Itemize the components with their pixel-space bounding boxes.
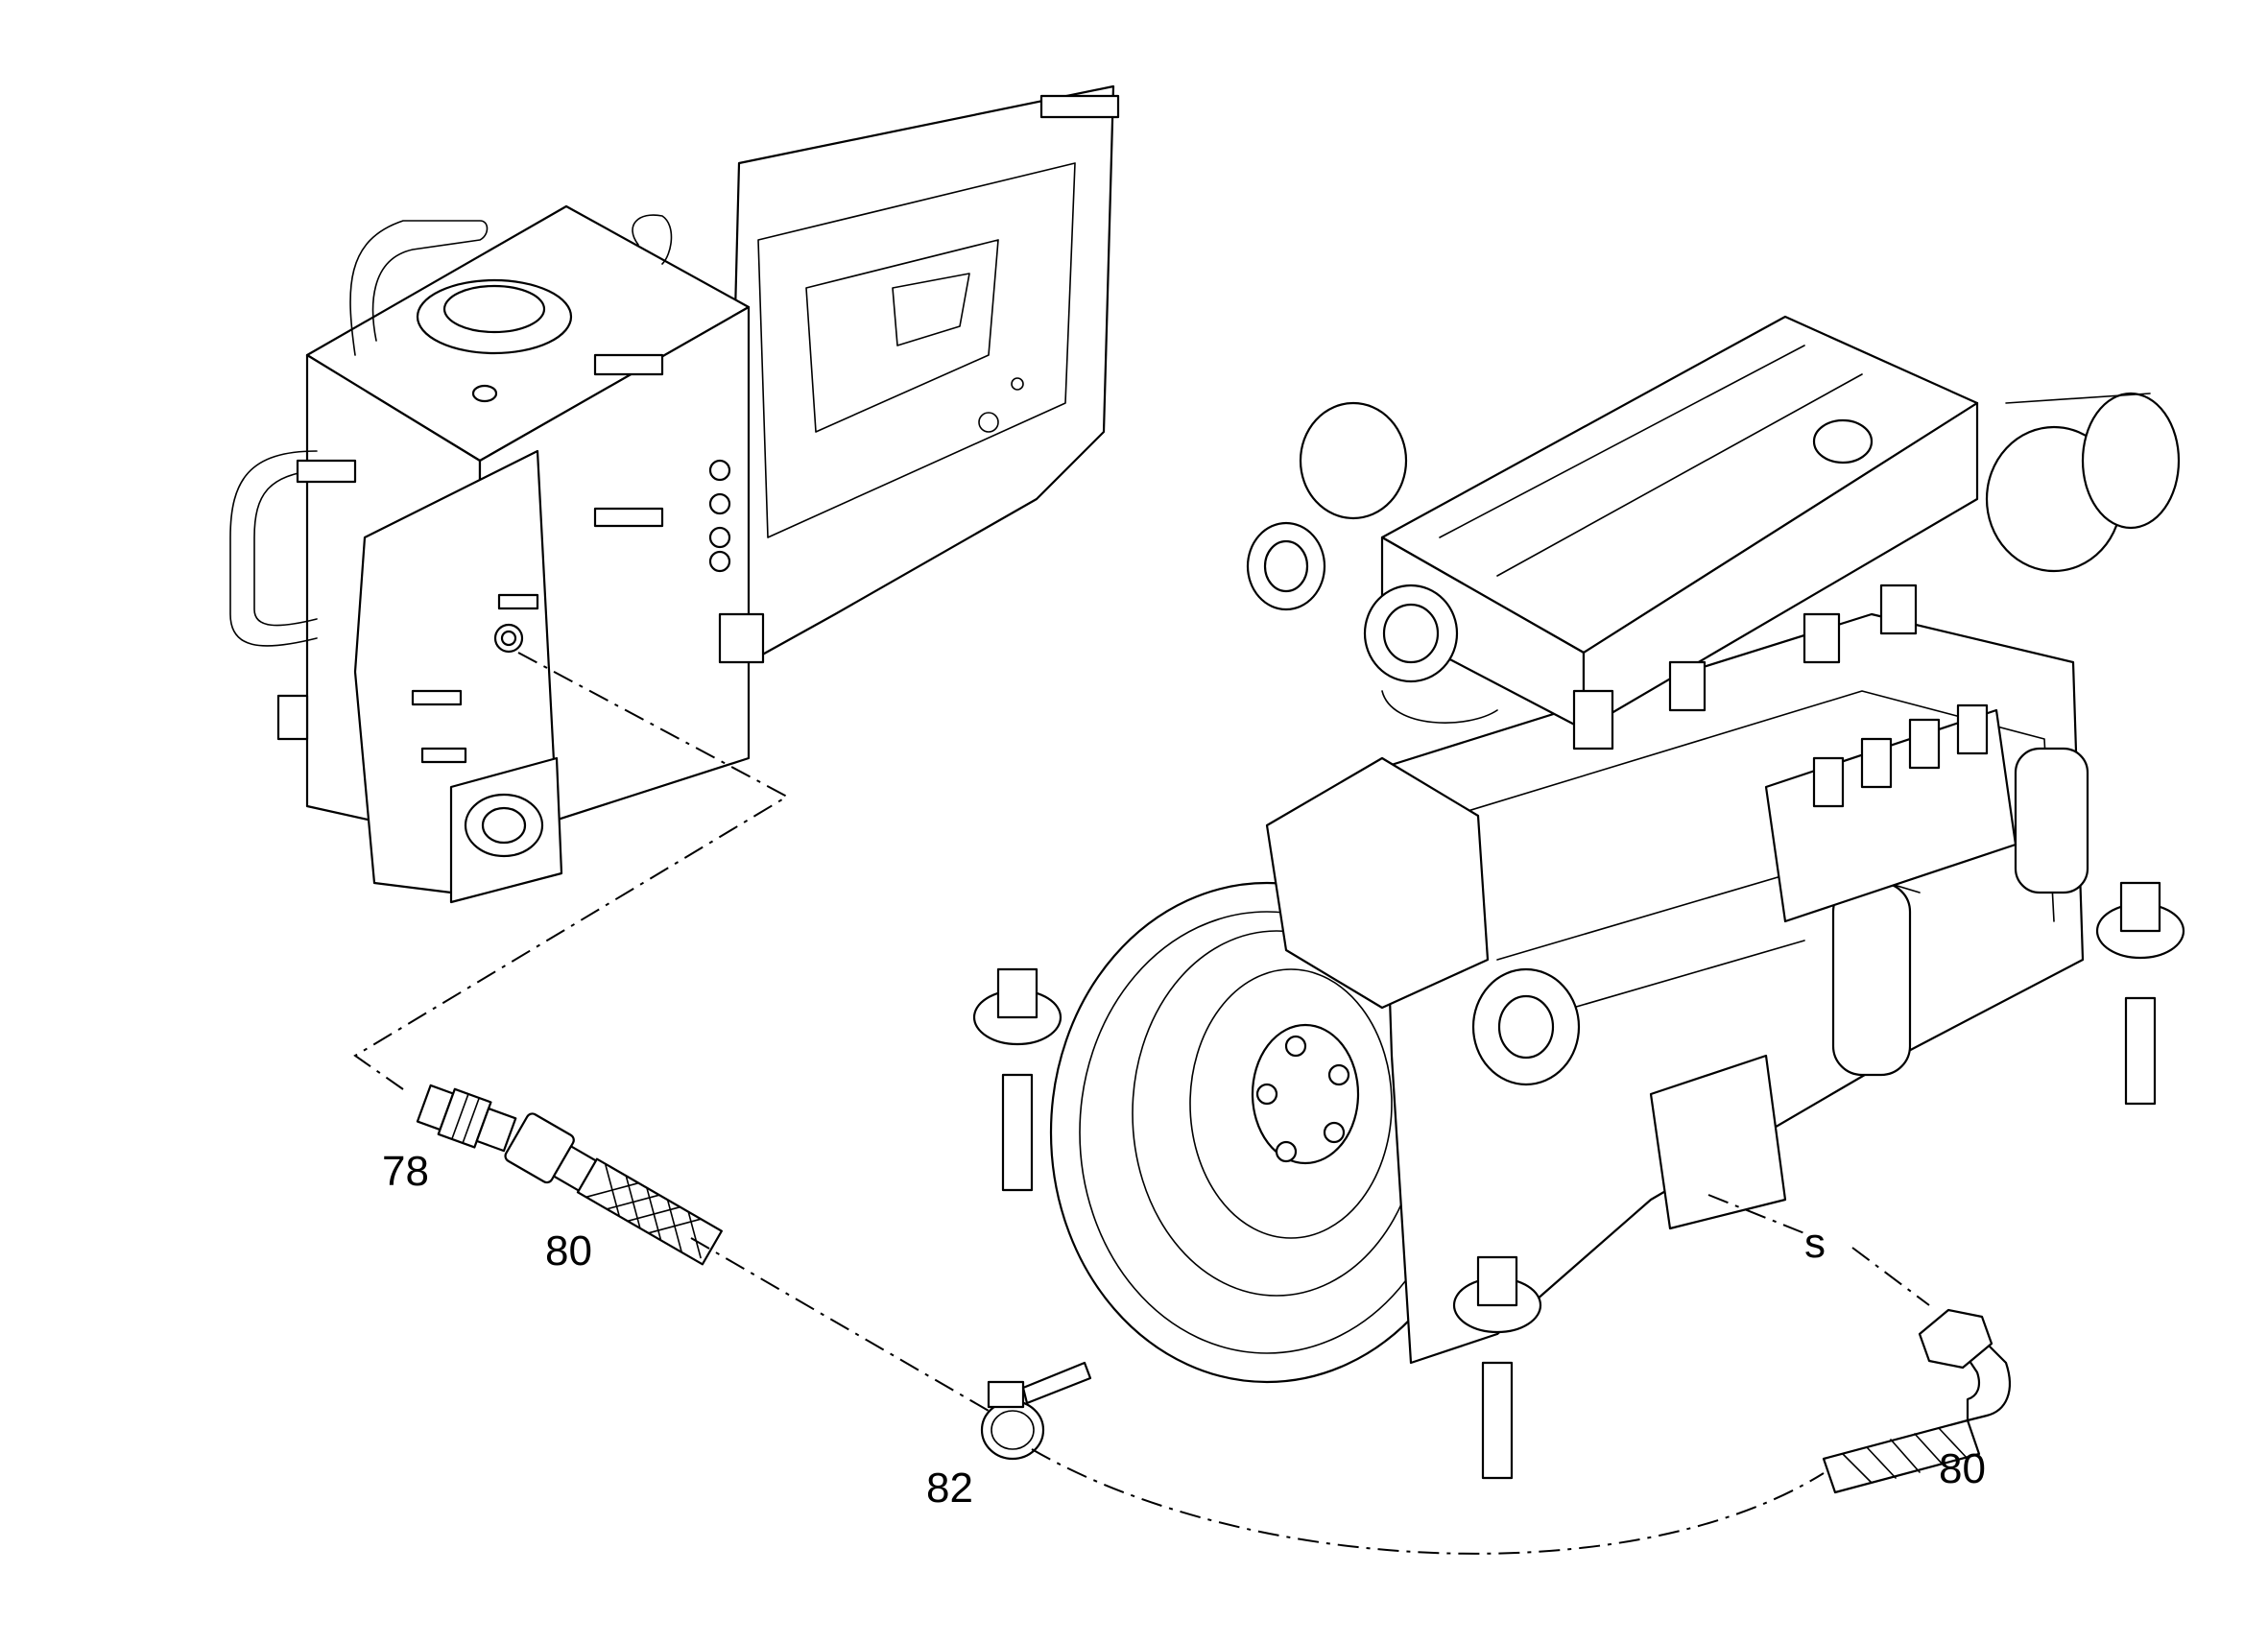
- leader-lines: [353, 652, 1930, 1555]
- callout-s: s: [1804, 1220, 1826, 1267]
- engine-mount-right-front: [1452, 1255, 1542, 1480]
- hydraulic-tank-assembly: [229, 84, 1120, 904]
- hose-80-upper: [504, 1112, 723, 1266]
- fitting-78: [416, 1084, 517, 1153]
- engine-mount-left-front: [972, 967, 1062, 1192]
- callout-78: 78: [382, 1148, 429, 1195]
- callout-82: 82: [926, 1465, 973, 1512]
- hose-80-lower: [1822, 1308, 2011, 1494]
- clamp-82: [980, 1361, 1092, 1461]
- engine-assembly: [972, 315, 2185, 1480]
- callout-80-upper: 80: [545, 1227, 592, 1275]
- engine-mount-rear: [2095, 881, 2185, 1106]
- callout-80-lower: 80: [1939, 1445, 1986, 1492]
